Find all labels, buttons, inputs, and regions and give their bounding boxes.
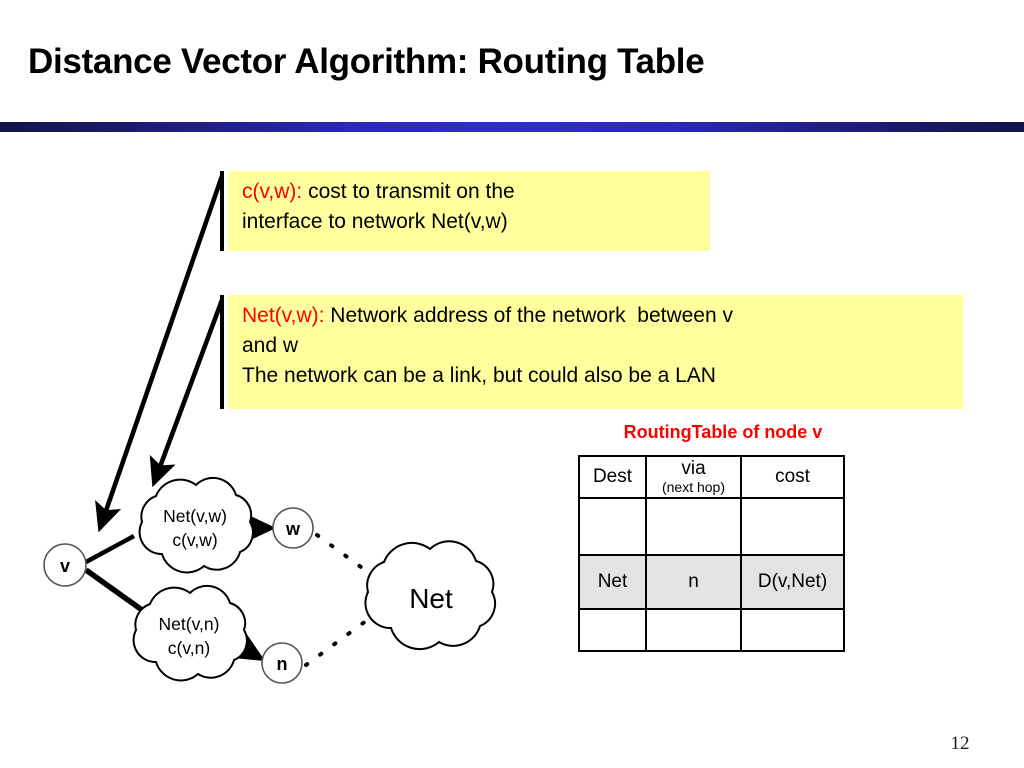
- callout-net-definition: Net(v,w): Network address of the network…: [228, 295, 963, 409]
- cloud-net-vn-line-2: c(v,n): [168, 638, 210, 658]
- link-v-to-cloud-vw: [84, 534, 136, 564]
- cloud-net-label: Net: [409, 583, 453, 614]
- table-row: [578, 497, 845, 556]
- title-divider: [0, 122, 1024, 132]
- cloud-net: Net: [364, 540, 497, 651]
- column-header-cost: cost: [740, 455, 845, 499]
- callout-net-accent-bar: [220, 295, 224, 409]
- node-v: v: [43, 543, 87, 587]
- table-cell-dest: [578, 497, 647, 556]
- callout-cost-term: c(v,w):: [242, 180, 303, 203]
- callout-net-line-1: Net(v,w): Network address of the network…: [242, 301, 953, 331]
- table-cell-cost: D(v,Net): [740, 554, 845, 610]
- node-v-label: v: [60, 556, 70, 576]
- table-cell-cost: [740, 608, 845, 652]
- cloud-net-vw: Net(v,w) c(v,w): [138, 476, 254, 574]
- column-header-via-sublabel: (next hop): [661, 479, 726, 495]
- cloud-net-vn-line-1: Net(v,n): [159, 614, 220, 634]
- link-v-to-cloud-vn: [84, 567, 144, 613]
- node-n: n: [261, 642, 303, 684]
- page-number: 12: [950, 733, 970, 754]
- routing-table-caption: RoutingTable of node v: [623, 422, 823, 442]
- column-header-cost-label: cost: [775, 466, 810, 487]
- column-header-dest-label: Dest: [592, 466, 633, 487]
- table-row: [578, 608, 845, 652]
- callout-cost-line-2: interface to network Net(v,w): [242, 210, 508, 233]
- column-header-via-label: via: [681, 458, 706, 479]
- table-cell-cost: [740, 497, 845, 556]
- column-header-via: via (next hop): [645, 455, 742, 499]
- callout-net-line-2: and w: [242, 334, 299, 357]
- page-title: Distance Vector Algorithm: Routing Table: [28, 42, 705, 81]
- network-diagram: Net(v,w) c(v,w) Net(v,n) c(v,n) Net v w …: [43, 476, 497, 684]
- routing-table: Dest via (next hop) cost Net n D(v,Net): [578, 455, 845, 652]
- table-row-highlighted: Net n D(v,Net): [578, 554, 845, 610]
- table-cell-via: [645, 497, 742, 556]
- table-header-row: Dest via (next hop) cost: [578, 455, 845, 499]
- table-cell-dest: [578, 608, 647, 652]
- callout-net-line-3: The network can be a link, but could als…: [242, 364, 716, 387]
- dotted-link-n-to-net: [304, 616, 372, 667]
- cloud-net-vw-line-2: c(v,w): [172, 530, 217, 550]
- callout-cost-text-1: cost to transmit on the: [302, 180, 515, 203]
- cloud-net-vw-line-1: Net(v,w): [163, 506, 227, 526]
- node-w: w: [272, 507, 314, 549]
- table-cell-via: n: [645, 554, 742, 610]
- callout-cost-definition: c(v,w): cost to transmit on the interfac…: [228, 171, 710, 251]
- table-cell-dest: Net: [578, 554, 647, 610]
- column-header-dest: Dest: [578, 455, 647, 499]
- node-n-label: n: [277, 654, 288, 674]
- table-cell-via: [645, 608, 742, 652]
- node-w-label: w: [285, 519, 301, 539]
- callout-net-text-1: Network address of the network between v: [324, 304, 733, 327]
- callout-net-term: Net(v,w):: [242, 304, 325, 327]
- arrow-net-to-cloud-vw: [149, 299, 225, 488]
- callout-cost-accent-bar: [220, 171, 224, 251]
- callout-cost-line-1: c(v,w): cost to transmit on the: [242, 177, 700, 207]
- cloud-net-vn: Net(v,n) c(v,n): [132, 584, 248, 682]
- dotted-link-w-to-net: [315, 533, 378, 580]
